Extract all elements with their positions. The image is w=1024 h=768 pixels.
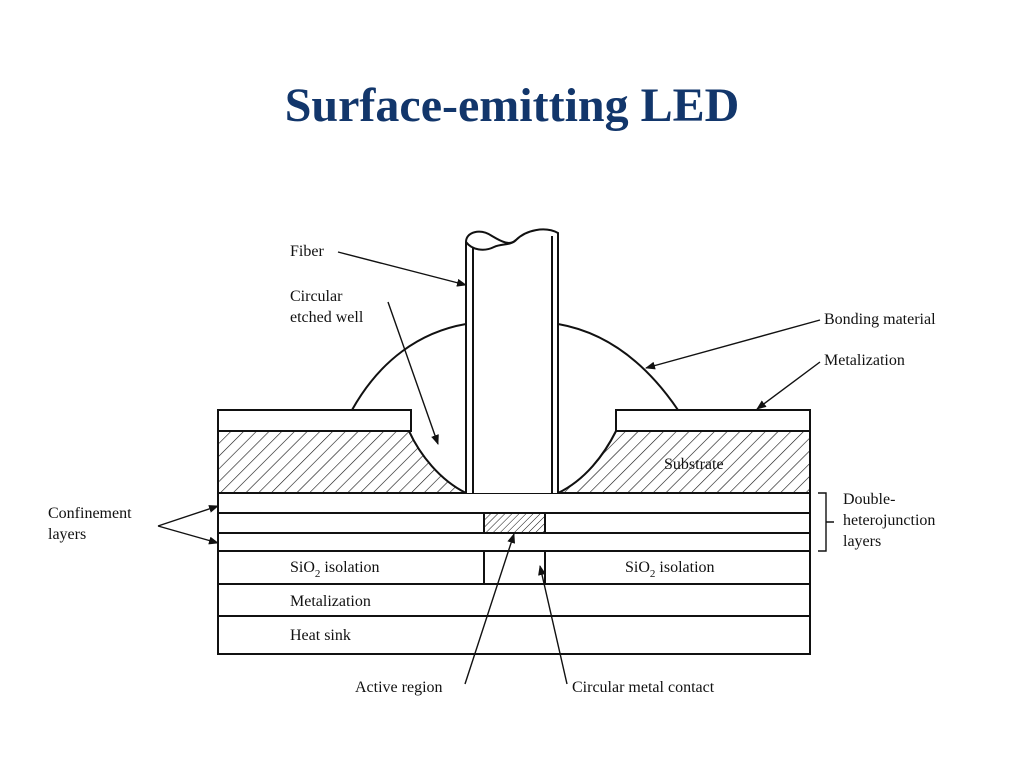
metalization-bottom	[217, 583, 811, 617]
double-heterojunction-bracket	[818, 492, 834, 552]
heat-sink-label: Heat sink	[290, 627, 351, 644]
double-heterojunction-label-3: layers	[843, 533, 881, 550]
circular-etched-well-label: Circular	[290, 288, 343, 305]
fiber-pointer	[337, 251, 467, 287]
double-heterojunction-label-2: heterojunction	[843, 512, 935, 529]
active-region	[483, 512, 546, 534]
circular-etched-well-label-2: etched well	[290, 309, 364, 326]
confinement-pointer-top	[157, 505, 219, 527]
bonding-material-label: Bonding material	[824, 311, 936, 328]
metalization-top-label: Metalization	[824, 352, 905, 369]
metalization-top-left	[217, 409, 412, 432]
bonding-material-dome	[351, 323, 679, 411]
fiber	[465, 228, 559, 493]
circular-metal-contact-label: Circular metal contact	[572, 679, 715, 696]
active-region-label: Active region	[355, 679, 443, 696]
double-heterojunction-label: Double-	[843, 491, 895, 508]
sio2-isolation-right-label: SiO2 isolation	[625, 559, 715, 580]
metalization-top-pointer	[756, 361, 821, 410]
heat-sink	[217, 615, 811, 655]
fiber-label: Fiber	[290, 243, 324, 260]
active-region-pointer	[464, 533, 516, 685]
sio2-isolation-left-label: SiO2 isolation	[290, 559, 380, 580]
confinement-layers-label: Confinement	[48, 505, 132, 522]
substrate-label: Substrate	[664, 456, 724, 473]
slide-title: Surface-emitting LED	[284, 79, 740, 132]
etched-well-pointer	[387, 301, 439, 445]
confinement-layers-label-2: layers	[48, 526, 86, 543]
circular-metal-contact	[483, 551, 546, 584]
metalization-top-right	[615, 409, 811, 432]
confinement-layer-top	[217, 492, 811, 514]
bonding-material-pointer	[645, 319, 821, 370]
metalization-bottom-label: Metalization	[290, 593, 371, 610]
metal-contact-pointer	[538, 565, 568, 685]
sio2-isolation-right	[544, 550, 811, 585]
confinement-pointer-bottom	[157, 525, 219, 545]
